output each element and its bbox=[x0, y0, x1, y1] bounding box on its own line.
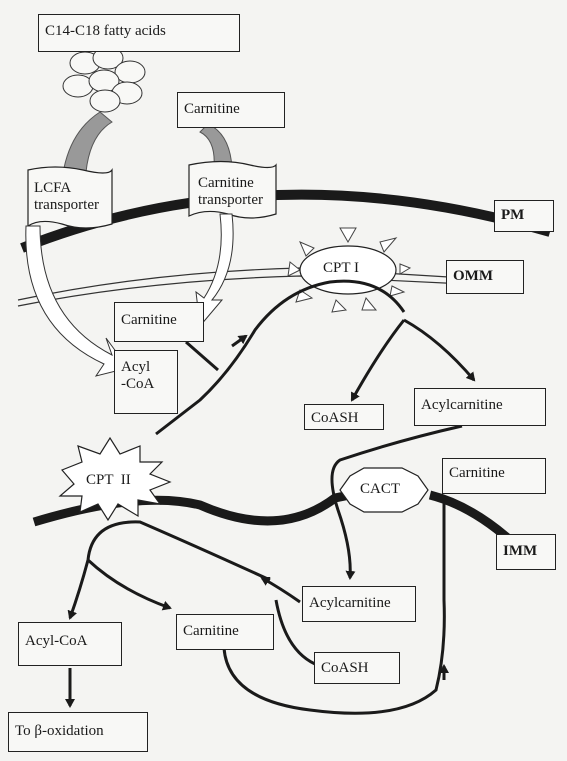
outer-mitochondrial-membrane bbox=[17, 267, 466, 301]
carnitine-transporter-shape bbox=[188, 160, 277, 219]
carnitine-join-line bbox=[185, 340, 219, 372]
acylcarnitine-through-cact-arrow bbox=[330, 424, 463, 580]
fatty-acids-label: C14-C18 fatty acids bbox=[38, 14, 240, 52]
carnitine-top-label: Carnitine bbox=[177, 92, 285, 128]
acylcarnitine-ims-label: Acylcarnitine bbox=[414, 388, 546, 426]
acylcarnitine-to-cpt2-arrow bbox=[260, 576, 301, 604]
cact-transporter bbox=[339, 467, 429, 513]
lcfa-transporter-label: LCFA transporter bbox=[34, 180, 99, 214]
acylcarnitine-matrix-label: Acylcarnitine bbox=[302, 586, 416, 622]
cpt2-loop bbox=[86, 520, 271, 582]
cpt1-to-acylcarnitine-arrow bbox=[403, 318, 476, 382]
beta-oxidation-label: To β-oxidation bbox=[8, 712, 148, 752]
carnitine-ims-label: Carnitine bbox=[442, 458, 546, 494]
lcfa-binding-arc bbox=[63, 111, 113, 173]
pm-label: PM bbox=[494, 200, 554, 232]
inner-mitochondrial-membrane bbox=[32, 489, 356, 527]
lcfa-transporter-shape bbox=[27, 166, 113, 229]
acyl-coa-to-cpt1-arrow bbox=[155, 279, 406, 436]
cpt1-to-coash-arrow bbox=[350, 319, 406, 402]
carnitine-matrix-label: Carnitine bbox=[176, 614, 274, 650]
cpt2-enzyme bbox=[58, 436, 172, 522]
fatty-acid-cluster bbox=[62, 46, 146, 113]
carnitine-return-arrow bbox=[222, 496, 446, 715]
carnitine-transporter-label: Carnitine transporter bbox=[198, 175, 263, 209]
cact-label: CACT bbox=[360, 481, 401, 497]
coash-matrix-label: CoASH bbox=[314, 652, 400, 684]
cpt2-to-carnitine-arrow bbox=[86, 558, 172, 611]
imm-label: IMM bbox=[496, 534, 556, 570]
cpt2-to-acyl-coa-arrow bbox=[67, 559, 90, 620]
omm-label: OMM bbox=[446, 260, 524, 294]
cpt2-label: CPT II bbox=[86, 472, 131, 488]
coash-ims-label: CoASH bbox=[304, 404, 384, 430]
coash-join-line bbox=[274, 599, 316, 666]
carnitine-cyto-label: Carnitine bbox=[114, 302, 204, 342]
acyl-coa-matrix-label: Acyl-CoA bbox=[18, 622, 122, 666]
acyl-coa-cyto-label: Acyl -CoA bbox=[114, 350, 178, 414]
lcfa-hollow-arrow bbox=[25, 225, 129, 377]
cpt1-label: CPT I bbox=[323, 260, 359, 276]
